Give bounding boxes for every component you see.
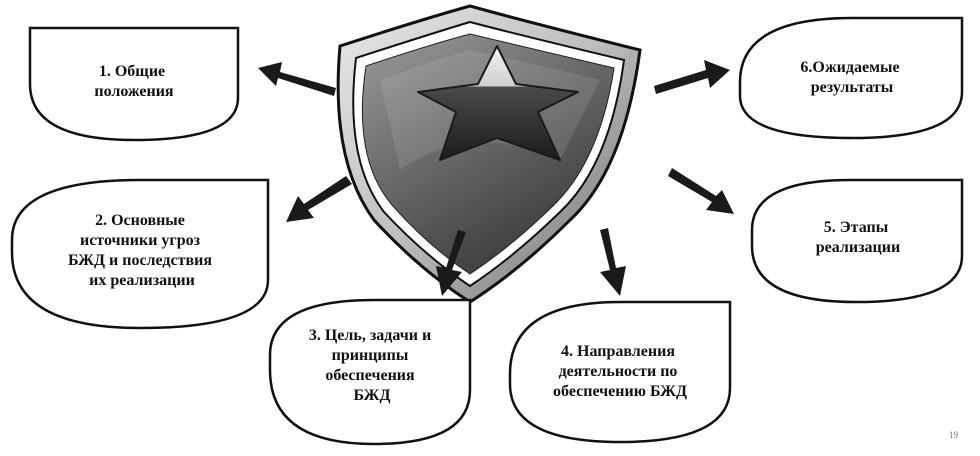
bubble-n2-line: источники угроз xyxy=(80,232,201,249)
bubble-n3-label: 3. Цель, задачи и принципы обеспечения Б… xyxy=(309,327,435,404)
bubble-n2-line: БЖД и последствия xyxy=(68,252,212,269)
arrow-to-n2 xyxy=(286,176,352,222)
bubble-n5-line: 5. Этапы xyxy=(824,219,889,236)
bubble-n3-line: принципы xyxy=(332,347,409,364)
bubble-n4-label: 4. Направления деятельности по обеспечен… xyxy=(553,343,687,400)
bubble-n6: 6.Ожидаемые результаты xyxy=(738,16,964,140)
page-number: 19 xyxy=(949,430,959,440)
bubble-n1-line: 1. Общие xyxy=(99,63,165,80)
bubble-n4-line: обеспечению БЖД xyxy=(553,383,687,400)
bubble-n6-line: результаты xyxy=(811,79,894,96)
bubble-n4-line: деятельности по xyxy=(559,363,678,380)
arrow-to-n4 xyxy=(600,228,626,296)
bubble-n6-label: 6.Ожидаемые результаты xyxy=(800,59,903,96)
bubble-n1: 1. Общие положения xyxy=(28,26,240,142)
bubble-n3-line: 3. Цель, задачи и xyxy=(309,327,431,344)
bubble-n2-line: 2. Основные xyxy=(95,212,185,229)
bubble-n1-label: 1. Общие положения xyxy=(94,63,174,100)
bubble-n4-line: 4. Направления xyxy=(561,343,675,360)
bubble-n3: 3. Цель, задачи и принципы обеспечения Б… xyxy=(268,298,472,446)
bubble-n5-line: реализации xyxy=(816,239,900,256)
arrow-to-n1 xyxy=(258,62,336,96)
arrow-to-n6 xyxy=(654,60,730,94)
bubble-n2: 2. Основные источники угроз БЖД и послед… xyxy=(10,178,270,330)
bubble-n2-label: 2. Основные источники угроз БЖД и послед… xyxy=(68,212,216,289)
bubble-n2-line: их реализации xyxy=(89,272,195,289)
arrow-to-n5 xyxy=(668,168,734,214)
bubble-n3-line: БЖД xyxy=(353,387,390,404)
star-shape xyxy=(417,45,579,161)
bubble-n5: 5. Этапы реализации xyxy=(750,178,964,304)
bubble-n5-label: 5. Этапы реализации xyxy=(816,219,900,256)
bubble-n4: 4. Направления деятельности по обеспечен… xyxy=(508,300,732,444)
arrow-to-n3 xyxy=(436,230,466,296)
shield-star-icon xyxy=(336,4,642,304)
bubble-n6-line: 6.Ожидаемые xyxy=(800,59,899,76)
bubble-n3-line: обеспечения xyxy=(325,367,415,384)
bubble-n1-line: положения xyxy=(94,83,174,100)
